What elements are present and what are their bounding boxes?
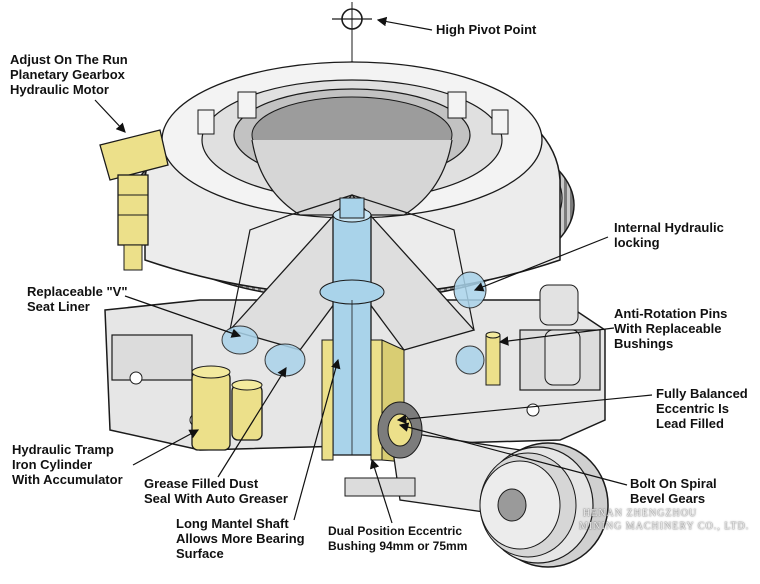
tramp-cylinder	[191, 365, 263, 451]
leader-lines	[94, 16, 653, 524]
label-mantel-shaft: Long Mantel Shaft Allows More Bearing Su…	[176, 516, 305, 561]
label-adjust-gearbox: Adjust On The Run Planetary Gearbox Hydr…	[10, 52, 128, 97]
watermark-line-2: MINING MACHINERY CO., LTD.	[579, 521, 750, 532]
label-v-seat-liner: Replaceable "V" Seat Liner	[27, 284, 128, 314]
gearbox-motor	[99, 129, 169, 271]
watermark-line-1: HENAN ZHENGZHOU	[583, 508, 698, 519]
label-tramp-cylinder: Hydraulic Tramp Iron Cylinder With Accum…	[12, 442, 123, 487]
side-cylinders	[539, 284, 581, 386]
label-internal-hydraulic: Internal Hydraulic locking	[614, 220, 724, 250]
label-balanced-eccentric: Fully Balanced Eccentric Is Lead Filled	[656, 386, 748, 431]
drive-sheave	[479, 442, 609, 568]
main-shaft	[319, 197, 385, 456]
label-high-pivot: High Pivot Point	[436, 22, 537, 37]
anti-rotation-pin	[485, 331, 501, 386]
label-bevel-gears: Bolt On Spiral Bevel Gears	[630, 476, 717, 506]
label-anti-rotation: Anti-Rotation Pins With Replaceable Bush…	[614, 306, 728, 351]
label-eccentric-bushing: Dual Position Eccentric Bushing 94mm or …	[328, 524, 468, 553]
label-grease-seal: Grease Filled Dust Seal With Auto Grease…	[144, 476, 288, 506]
